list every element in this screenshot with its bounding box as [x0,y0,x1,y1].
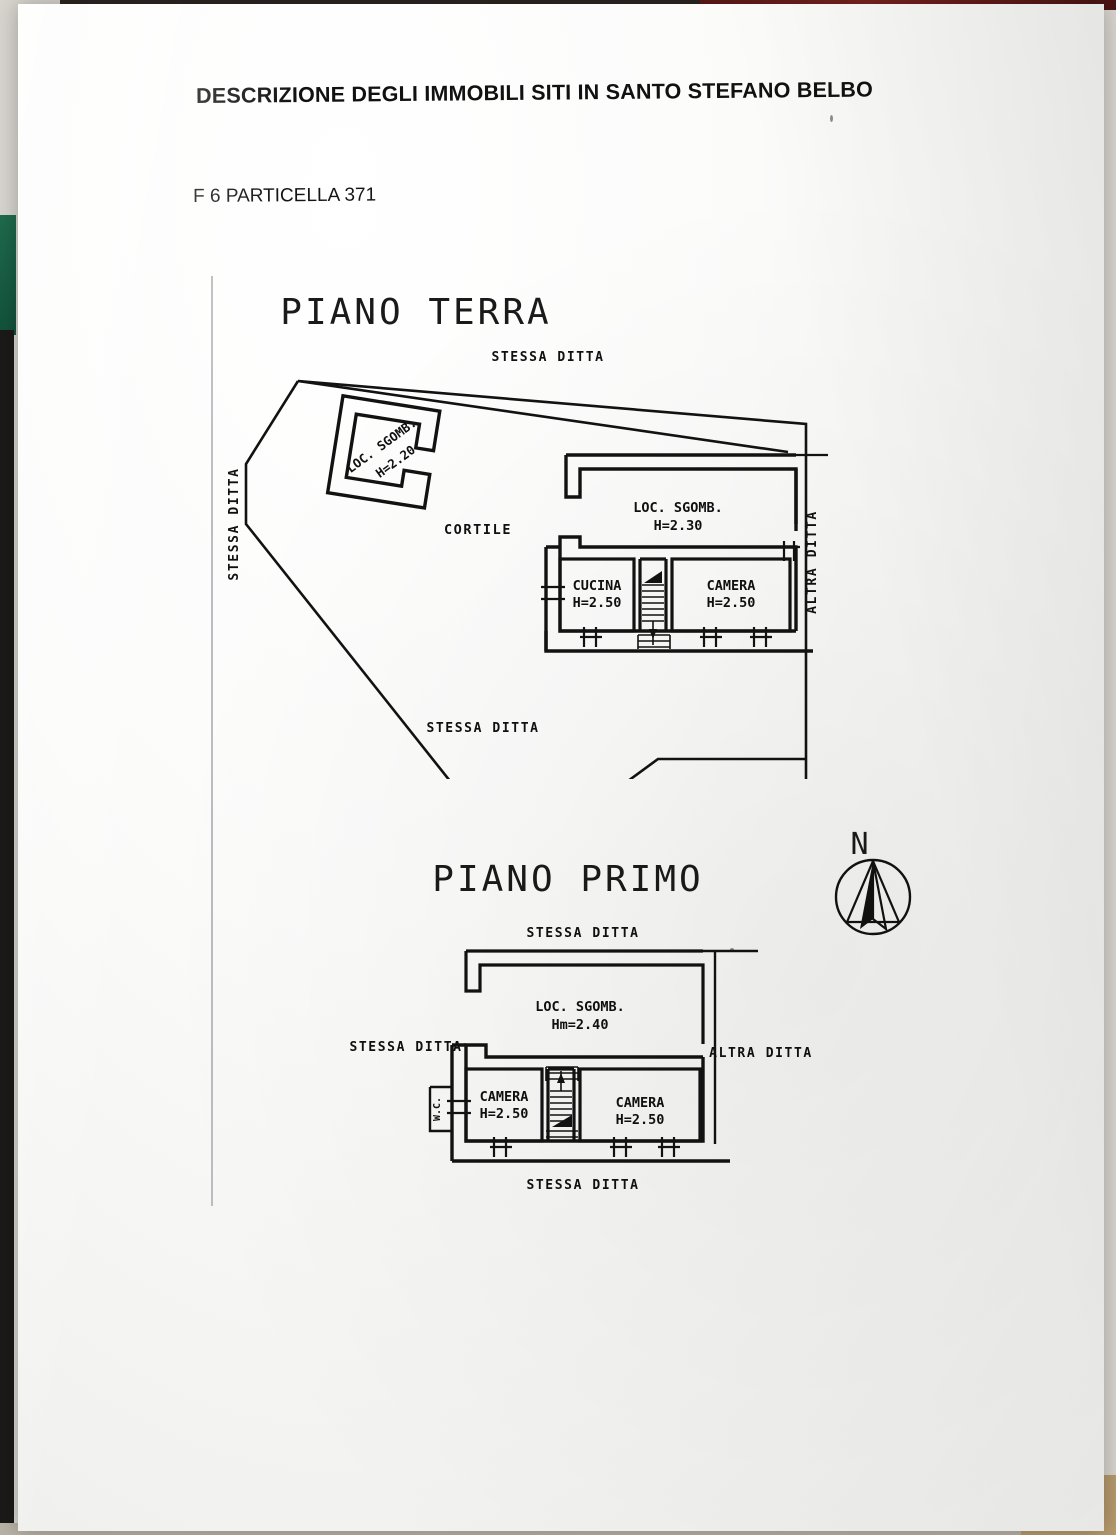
first-floor-left-boundary-label: STESSA DITTA [349,1040,462,1055]
paper-sheet: DESCRIZIONE DEGLI IMMOBILI SITI IN SANTO… [18,4,1104,1531]
ground-floor-right-boundary-label: ALTRA DITTA [805,510,820,614]
compass-north-label: N [850,827,871,862]
ground-storage-upper-name: LOC. SGOMB. [633,500,722,516]
ground-staircase [637,571,671,649]
ground-wall-openings [541,541,800,647]
backdrop-left-green-strip [0,215,16,335]
first-floor-heading: PIANO PRIMO [432,859,703,900]
parcel-reference: F 6 PARTICELLA 371 [193,184,377,207]
first-bedroom-left-room [464,1067,544,1143]
ground-floor-left-boundary-label: STESSA DITTA [227,467,242,580]
svg-text:STESSA DITTA: STESSA DITTA [227,467,242,580]
first-building-left-wall [450,1043,466,1161]
first-bedroom-left-height: H=2.50 [480,1106,529,1122]
compass-tail-left [845,860,875,923]
north-compass: N [834,827,912,936]
ground-building-base-wall [544,631,813,653]
first-storage-wing-outline [464,949,705,1044]
first-balcony-label: W.C. [432,1097,443,1121]
ground-bedroom-height: H=2.50 [707,595,756,611]
first-bedroom-left-name: CAMERA [480,1089,529,1105]
first-balcony-projection: W.C. [428,1085,471,1133]
ground-floor-plan: PIANO TERRA STESSA DITTA STESSA DITTA ST… [227,292,828,779]
paper-speck [830,115,833,122]
first-floor-bottom-boundary-label: STESSA DITTA [526,1178,639,1193]
first-storage-name: LOC. SGOMB. [535,999,624,1015]
left-margin-rule [211,276,213,1206]
ground-floor-heading: PIANO TERRA [280,292,551,333]
ground-storage-upper-height: H=2.30 [654,518,703,534]
compass-needle-light [871,860,888,932]
first-floor-top-boundary-label: STESSA DITTA [526,926,639,941]
svg-text:ALTRA DITTA: ALTRA DITTA [805,510,820,614]
first-wall-openings [490,1137,680,1157]
parcel-boundary-outline [244,379,808,779]
ground-floor-top-boundary-label: STESSA DITTA [491,350,604,365]
first-floor-right-boundary-label: ALTRA DITTA [709,1046,813,1061]
first-interior-partitions [546,1067,576,1141]
first-storage-height: Hm=2.40 [552,1017,609,1033]
page-title: DESCRIZIONE DEGLI IMMOBILI SITI IN SANTO… [196,77,874,108]
first-bedroom-right-height: H=2.50 [616,1112,665,1128]
parcel-boundary-upper-edge [297,379,789,454]
courtyard-label: CORTILE [444,522,512,538]
ground-bedroom-room [670,557,792,633]
ground-kitchen-height: H=2.50 [573,595,622,611]
backdrop-left-dark-strip [0,330,14,1535]
backdrop-top-dark-strip [60,0,740,7]
first-bedroom-right-name: CAMERA [616,1095,665,1111]
ground-storage-room-shape [325,393,442,510]
first-floor-plan: PIANO PRIMO STESSA DITTA STESSA DITTA AL… [349,859,813,1193]
ground-floor-bottom-boundary-label: STESSA DITTA [426,721,539,736]
compass-needle-dark [860,861,873,929]
ground-kitchen-name: CUCINA [573,578,622,594]
first-bedroom-right-room [578,1067,702,1143]
ground-interior-partitions [638,557,668,631]
compass-tail-right [871,860,901,923]
ground-bedroom-name: CAMERA [707,578,756,594]
first-staircase [545,1066,579,1138]
compass-circle [834,858,912,936]
sheet-content: DESCRIZIONE DEGLI IMMOBILI SITI IN SANTO… [18,4,1104,1531]
